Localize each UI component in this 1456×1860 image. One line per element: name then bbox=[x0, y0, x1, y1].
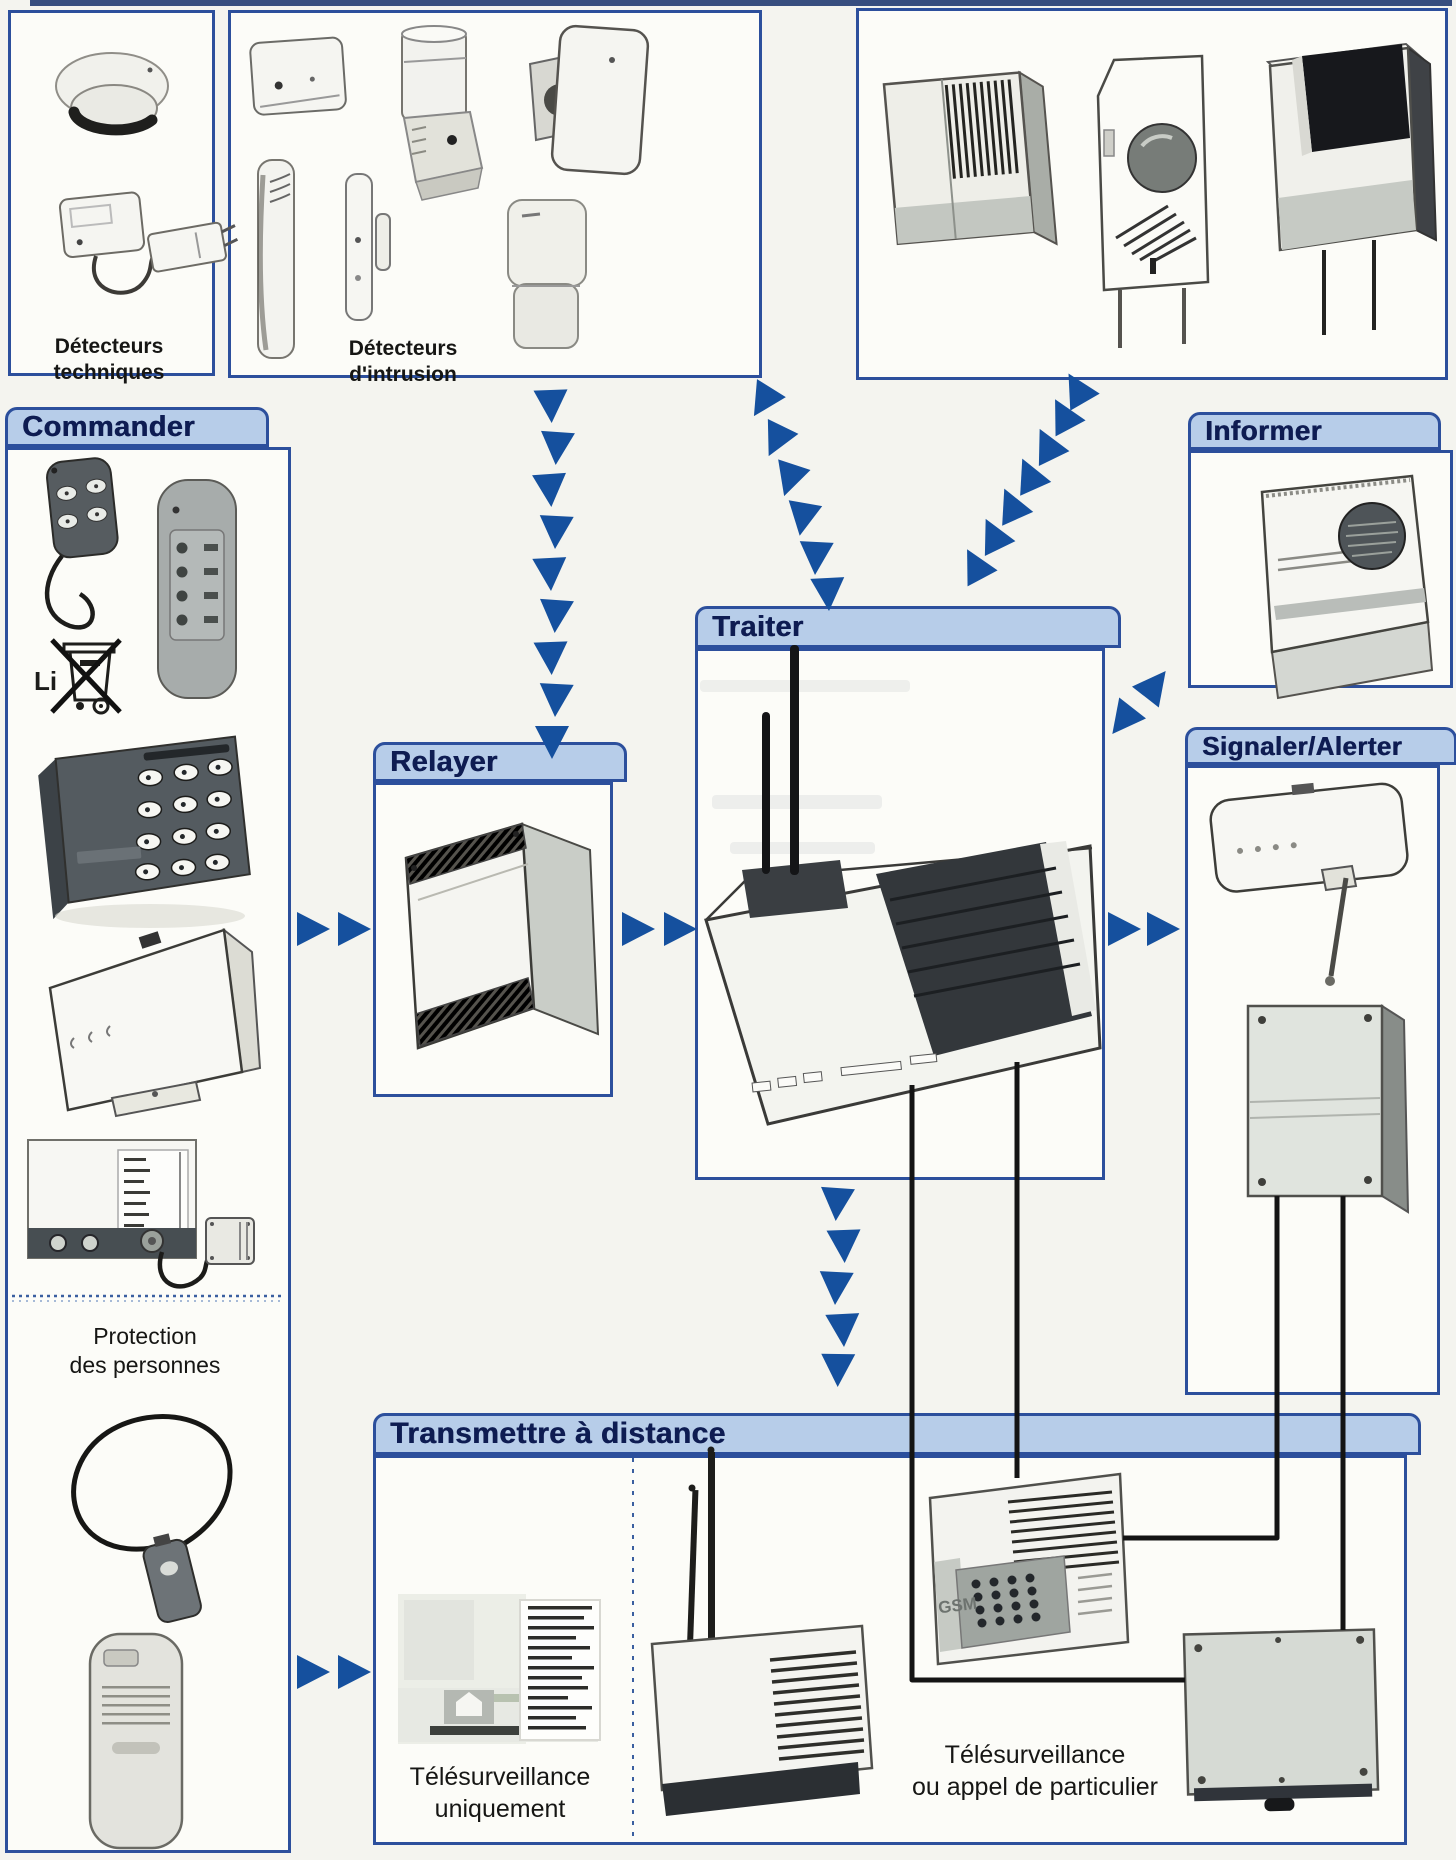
transmettre-header: Transmettre à distance bbox=[373, 1413, 1421, 1455]
commander-header: Commander bbox=[5, 407, 269, 447]
traiter-title: Traiter bbox=[712, 610, 804, 643]
arrow-pair-traiter-informer bbox=[1112, 671, 1166, 734]
panel-commander bbox=[5, 447, 291, 1853]
panel-traiter bbox=[695, 648, 1105, 1180]
detecteurs-techniques-label: Détecteurs techniques bbox=[53, 335, 165, 385]
panel-relayer bbox=[373, 782, 613, 1097]
signaler-title: Signaler/Alerter bbox=[1202, 730, 1403, 761]
arrow-chain-detectors-to-relayer bbox=[532, 389, 575, 759]
commander-title: Commander bbox=[22, 410, 195, 443]
informer-header: Informer bbox=[1188, 412, 1441, 450]
arrow-chain-detectors-to-traiter bbox=[753, 379, 845, 611]
telesurveillance-uniquement-label: Télésurveillance uniquement bbox=[409, 1763, 591, 1823]
panel-signaler bbox=[1185, 765, 1440, 1395]
panel-informer bbox=[1188, 450, 1453, 688]
arrow-pair-commander-to-transmettre bbox=[297, 1655, 371, 1689]
transmettre-title: Transmettre à distance bbox=[390, 1417, 726, 1450]
panel-detecteurs-intrusion bbox=[228, 10, 762, 378]
arrow-chain-traiter-to-sirens bbox=[967, 373, 1100, 587]
panel-sirenes bbox=[856, 8, 1448, 380]
telesurveillance-appel-label: Télésurveillance ou appel de particulier bbox=[912, 1741, 1158, 1801]
arrow-pair-commander-to-relayer bbox=[297, 912, 371, 946]
informer-title: Informer bbox=[1205, 415, 1322, 446]
relayer-header: Relayer bbox=[373, 742, 627, 782]
relayer-title: Relayer bbox=[390, 745, 498, 778]
arrow-pair-traiter-to-signaler bbox=[1108, 912, 1180, 946]
panel-detecteurs-techniques bbox=[8, 10, 215, 376]
protection-personnes-label: Protection des personnes bbox=[69, 1323, 221, 1378]
arrow-chain-traiter-to-transmettre bbox=[819, 1186, 861, 1387]
detecteurs-intrusion-label: Détecteurs d'intrusion bbox=[348, 337, 458, 387]
signaler-header: Signaler/Alerter bbox=[1185, 727, 1456, 765]
arrow-pair-relayer-to-traiter bbox=[622, 912, 697, 946]
traiter-header: Traiter bbox=[695, 606, 1121, 648]
scan-edge-artifact bbox=[30, 0, 1452, 6]
